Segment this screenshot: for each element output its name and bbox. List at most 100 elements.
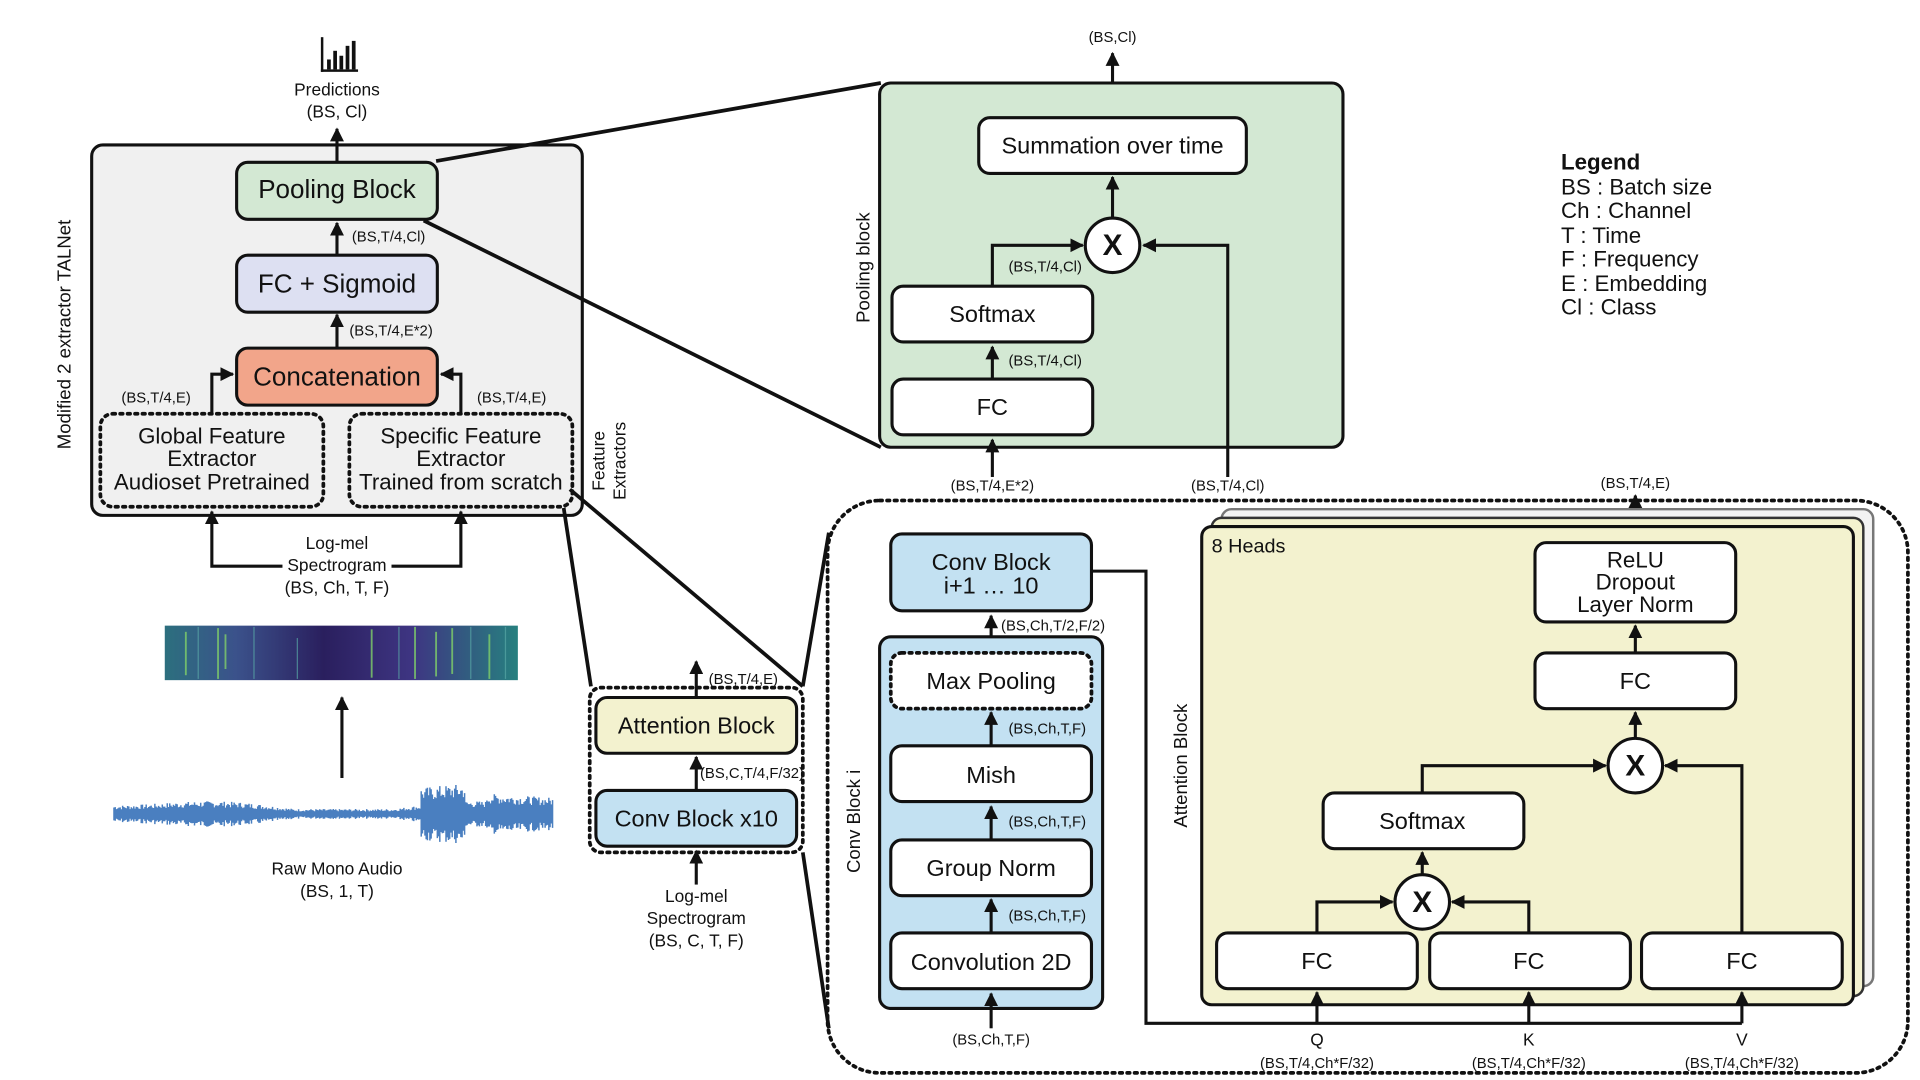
specific-extractor-line-1: Specific Feature — [380, 424, 541, 449]
shape-concat-out: (BS,T/4,E*2) — [349, 324, 432, 340]
feature-extractors-label-1: Feature — [589, 431, 609, 491]
legend-item-ch: Ch : Channel — [1561, 198, 1691, 223]
attention-multiply-top-symbol: X — [1625, 750, 1645, 783]
global-extractor-line-3: Audioset Pretrained — [114, 469, 310, 494]
specific-shape-out: (BS,T/4,E) — [709, 672, 778, 688]
k-label: K — [1523, 1030, 1535, 1050]
attention-fc-top-label: FC — [1620, 668, 1651, 694]
fc-sigmoid-block — [235, 253, 439, 314]
q-shape: (BS,T/4,Ch*F/32) — [1260, 1056, 1374, 1072]
max-pooling-label: Max Pooling — [926, 668, 1055, 694]
arrow-k-to-x — [1450, 894, 1531, 933]
line-conv-to-qkv — [1091, 569, 1742, 1025]
shape-fc-out: (BS,T/4,Cl) — [1008, 353, 1082, 369]
shape-global-out: (BS,T/4,E) — [121, 391, 190, 407]
arrow-logmel-to-specific — [391, 510, 468, 568]
specific-logmel-line-2: Spectrogram — [647, 908, 746, 928]
attention-multiply-top — [1606, 736, 1665, 795]
legend-title: Legend — [1561, 150, 1640, 175]
arrow-global-to-concat — [210, 367, 235, 414]
attention-softmax-label: Softmax — [1379, 808, 1465, 834]
convolution-2d-label: Convolution 2D — [911, 949, 1072, 975]
conv-shape-in: (BS,Ch,T,F) — [952, 1032, 1030, 1048]
conv-shape-gn: (BS,Ch,T,F) — [1008, 909, 1086, 925]
logmel-line-2: Spectrogram — [287, 555, 386, 575]
relu-line-3: Layer Norm — [1577, 592, 1693, 617]
attention-fc-v-label: FC — [1726, 948, 1757, 974]
waveform-image — [113, 784, 554, 843]
attention-multiply-bottom — [1393, 873, 1452, 931]
attention-shape-out: (BS,T/4,E) — [1601, 476, 1670, 492]
zoom-connectors — [422, 81, 882, 1029]
attention-multiply-bottom-symbol: X — [1412, 886, 1432, 919]
q-label: Q — [1310, 1030, 1323, 1050]
feature-extractors-label-2: Extractors — [610, 422, 630, 500]
concatenation-block — [235, 346, 439, 407]
raw-audio-line-1: Raw Mono Audio — [271, 859, 402, 879]
global-extractor-line-2: Extractor — [167, 446, 257, 471]
bar-chart-icon — [320, 37, 359, 72]
mish-label: Mish — [966, 762, 1016, 788]
conv-shape-mish: (BS,Ch,T,F) — [1008, 814, 1086, 830]
conv-attention-detail-panel — [825, 498, 1910, 1075]
relu-line-1: ReLU — [1607, 547, 1664, 572]
k-shape: (BS,T/4,Ch*F/32) — [1472, 1056, 1586, 1072]
conv-block-x10 — [594, 788, 799, 848]
arrow-cl-to-x — [1142, 238, 1230, 477]
pooling-block-label: Pooling Block — [258, 174, 417, 204]
relu-line-2: Dropout — [1596, 570, 1676, 595]
predictions-shape: (BS, Cl) — [307, 102, 368, 122]
conv-next-line-1: Conv Block — [932, 549, 1051, 575]
attention-fc-v — [1639, 931, 1844, 991]
specific-detail: (BS,T/4,E) Attention Block (BS,C,T/4,F/3… — [587, 660, 805, 951]
specific-logmel-line-1: Log-mel — [665, 886, 728, 906]
talnet-panel-label: Modified 2 extractor TALNet — [54, 219, 75, 449]
arrow-q-to-x — [1315, 894, 1394, 933]
pooling-block — [235, 160, 439, 221]
shape-specific-out: (BS,T/4,E) — [477, 391, 546, 407]
shape-softmax-out: (BS,T/4,Cl) — [1008, 259, 1082, 275]
global-extractor-line-1: Global Feature — [138, 424, 286, 449]
attention-block-box — [594, 695, 799, 755]
arrow-specific-to-concat — [439, 367, 463, 414]
conv-shape-next: (BS,Ch,T/2,F/2) — [1001, 619, 1105, 635]
conv-shape-mp: (BS,Ch,T,F) — [1008, 721, 1086, 737]
legend-item-f: F : Frequency — [1561, 246, 1699, 271]
fc-sigmoid-label: FC + Sigmoid — [258, 268, 416, 298]
arrow-softmax-to-x — [1420, 758, 1608, 793]
specific-shape-mid: (BS,C,T/4,F/32) — [700, 766, 804, 782]
logmel-line-3: (BS, Ch, T, F) — [285, 577, 390, 597]
legend-item-t: T : Time — [1561, 223, 1641, 248]
legend-item-bs: BS : Batch size — [1561, 175, 1712, 200]
shape-pool-in: (BS,T/4,Cl) — [352, 230, 426, 246]
conv-detail: Conv Block i+1 … 10 (BS,Ch,T/2,F/2) Conv… — [843, 532, 1742, 1048]
left-column: Predictions (BS, Cl) Modified 2 extracto… — [54, 37, 630, 901]
attention-fc-q-label: FC — [1301, 948, 1332, 974]
conv-block-x10-label: Conv Block x10 — [615, 805, 778, 831]
summation-label: Summation over time — [1001, 133, 1223, 159]
attention-block-label: Attention Block — [618, 712, 775, 738]
pooling-detail-label: Pooling block — [853, 212, 874, 323]
arrow-softmax-to-x — [990, 238, 1085, 287]
pooling-in-left: (BS,T/4,E*2) — [951, 479, 1034, 495]
group-norm-label: Group Norm — [926, 855, 1055, 881]
v-shape: (BS,T/4,Ch*F/32) — [1685, 1056, 1799, 1072]
v-label: V — [1736, 1030, 1748, 1050]
spectrogram-image — [164, 625, 518, 681]
attention-softmax-block — [1321, 791, 1526, 851]
specific-extractor-line-3: Trained from scratch — [359, 469, 563, 494]
convolution-2d-block — [889, 931, 1094, 991]
specific-extractor-line-2: Extractor — [416, 446, 506, 471]
attention-detail: (BS,T/4,E) 8 Heads Attention Block ReLU … — [1170, 476, 1875, 1072]
legend: Legend BS : Batch size Ch : Channel T : … — [1561, 150, 1712, 320]
pooling-softmax-block — [890, 284, 1095, 344]
pooling-multiply-symbol: X — [1103, 229, 1123, 262]
conv-block-i-label: Conv Block i — [843, 770, 864, 873]
pooling-multiply-node — [1083, 216, 1142, 275]
heads-label: 8 Heads — [1212, 536, 1286, 558]
attention-detail-label: Attention Block — [1170, 703, 1191, 828]
summation-block — [977, 116, 1248, 175]
raw-audio-line-2: (BS, 1, T) — [300, 881, 374, 901]
